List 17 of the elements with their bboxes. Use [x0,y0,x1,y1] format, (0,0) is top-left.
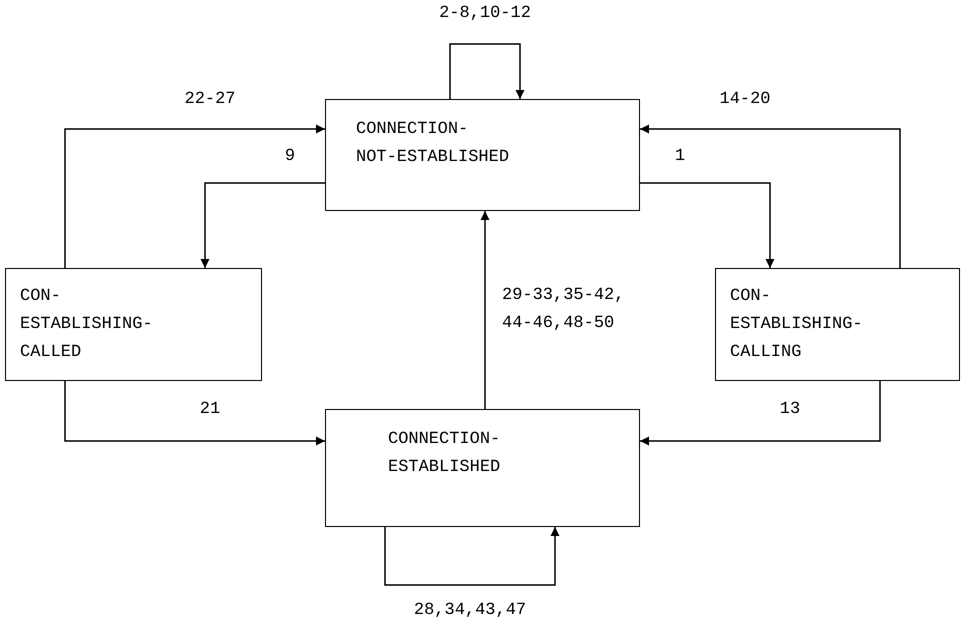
state-box [325,99,640,211]
arrow [640,182,774,268]
arrow [200,182,325,268]
state-name: CONNECTION- ESTABLISHED [388,429,502,479]
arrow [640,124,901,268]
arrow [384,527,560,586]
state-name: CON- ESTABLISHING- CALLING [730,286,864,364]
arrow [64,381,325,446]
state-box [5,268,262,381]
arrow [480,211,490,409]
state-name: CONNECTION- NOT-ESTABLISHED [356,119,510,169]
arrow [449,43,524,99]
state-name: CON- ESTABLISHING- CALLED [20,286,154,364]
arrow [640,381,881,446]
state-box [325,409,640,527]
arrow [64,124,325,268]
state-box [715,268,960,381]
